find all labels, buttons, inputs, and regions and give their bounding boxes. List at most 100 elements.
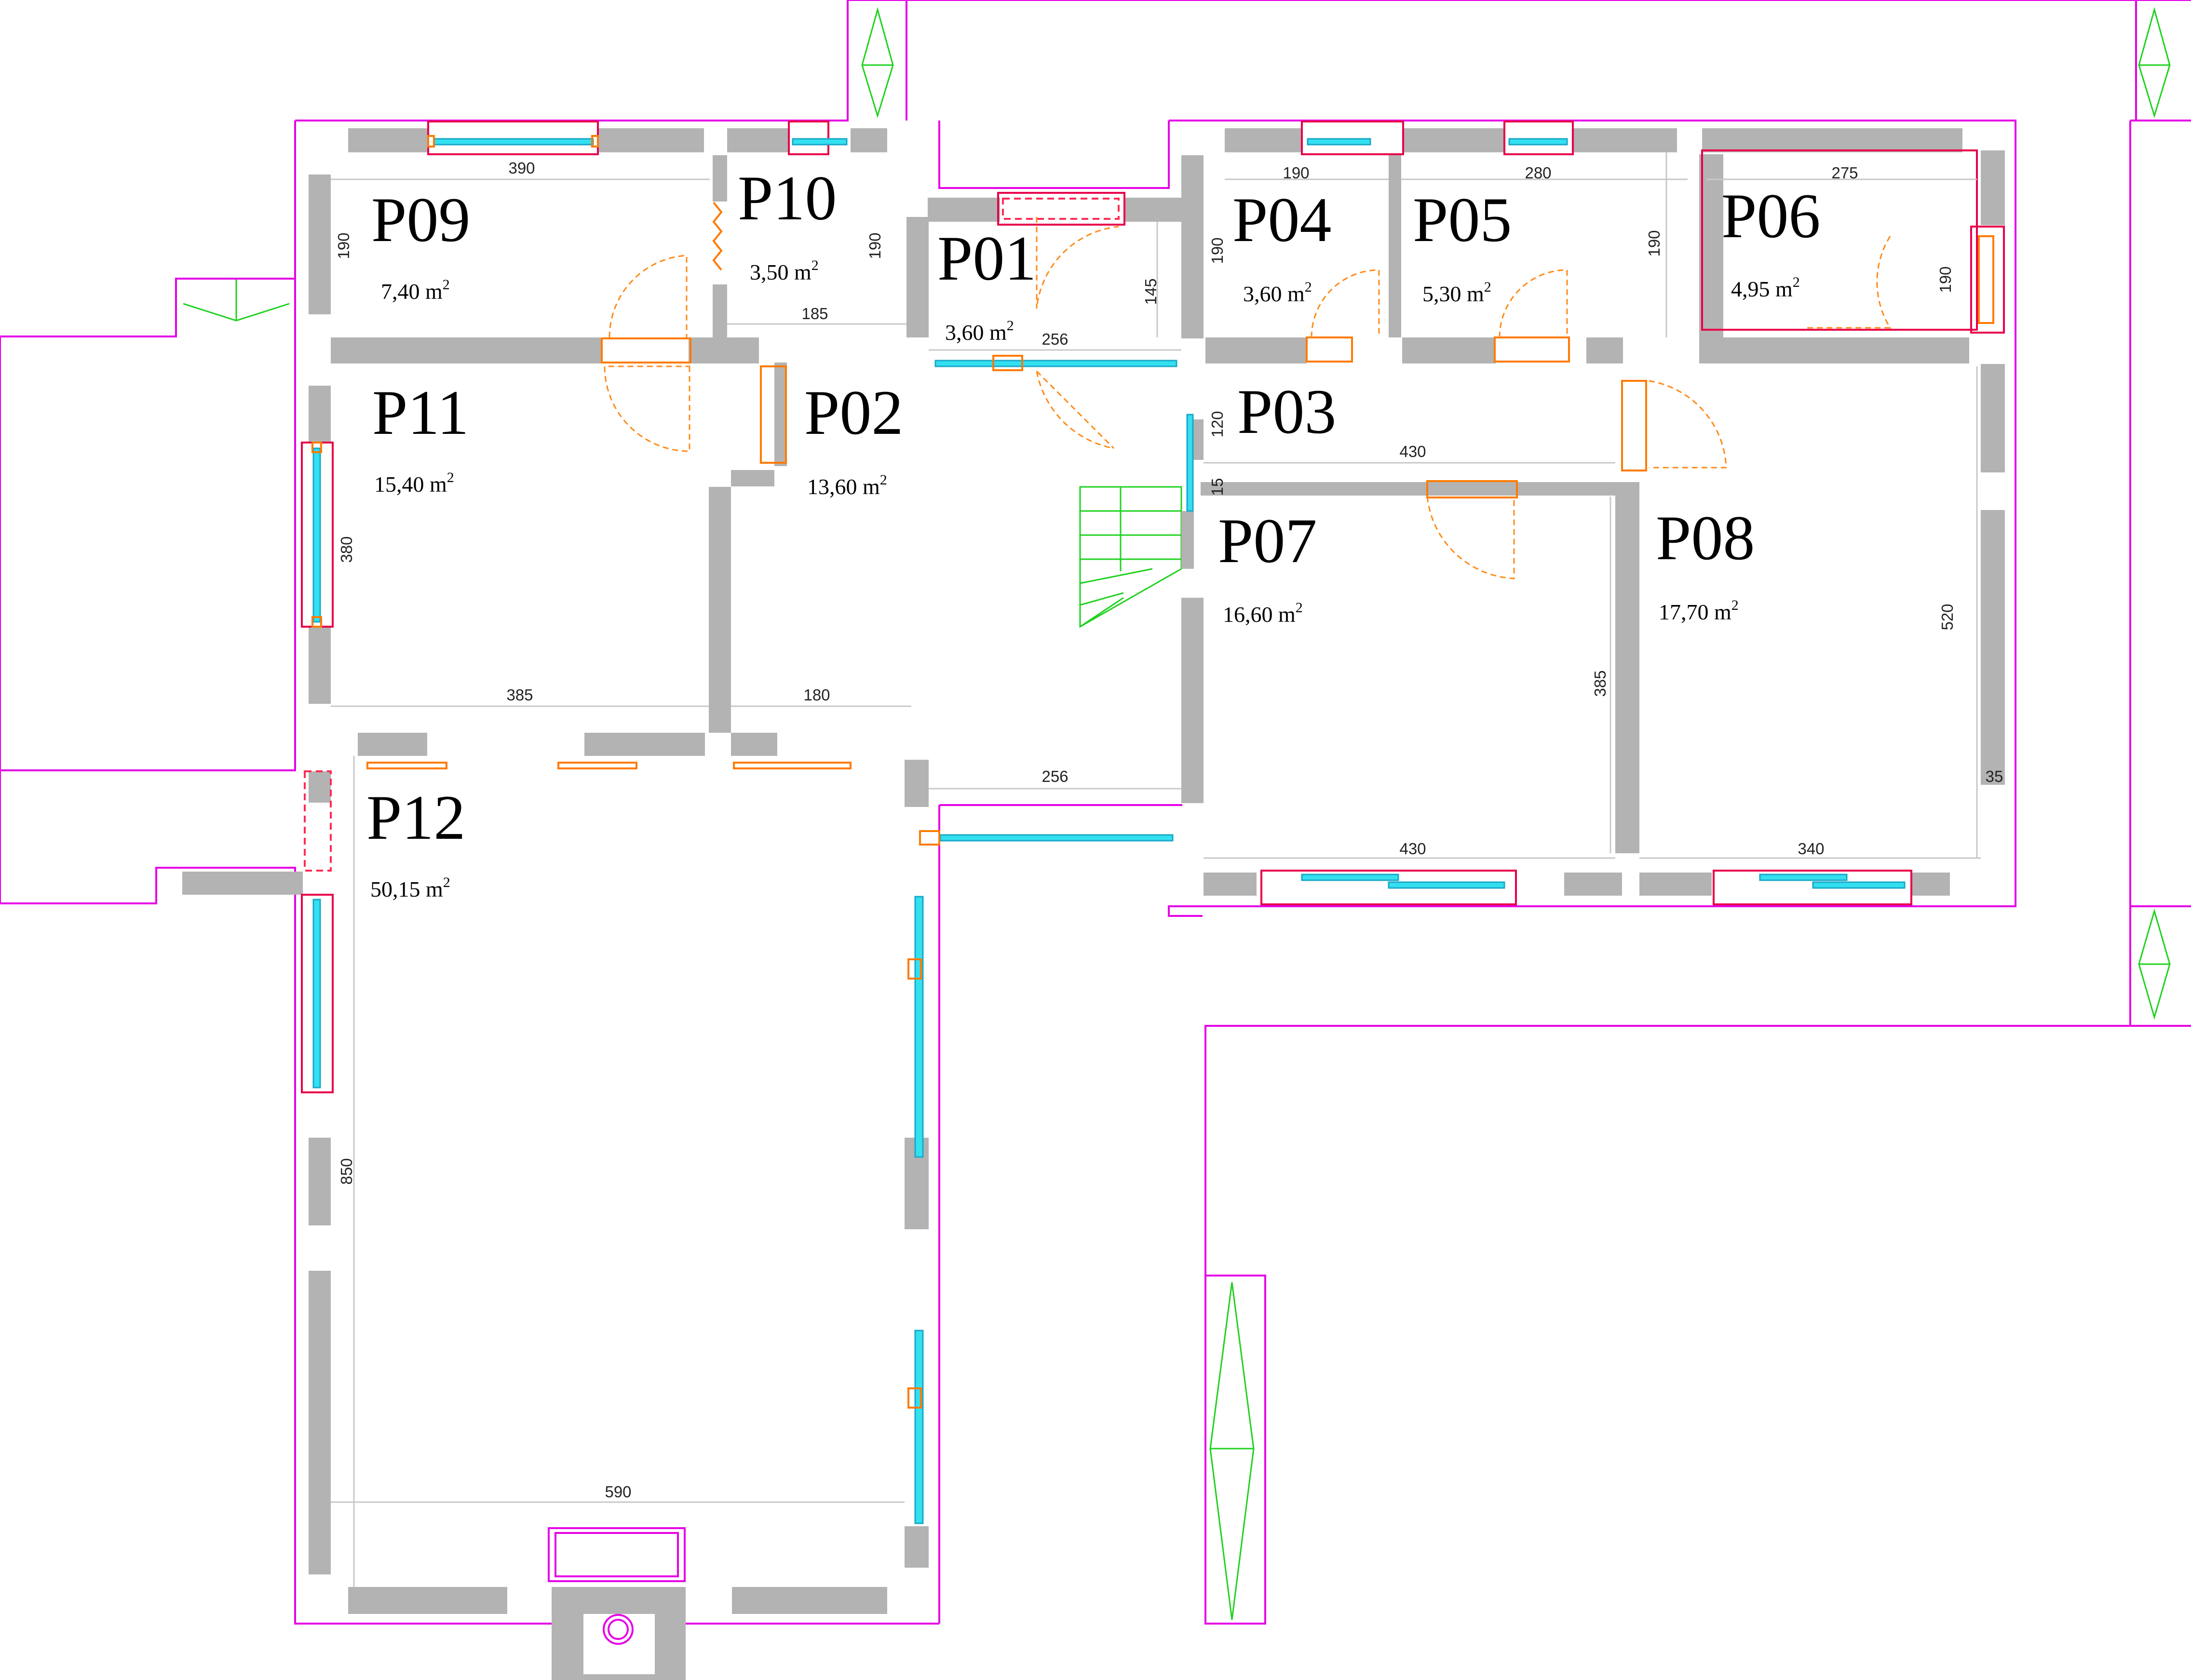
room-area: 50,15 [370,877,420,901]
area-exponent: 2 [443,874,450,890]
area-unit: m [425,279,443,304]
dimension-label: 190 [866,232,884,259]
area-exponent: 2 [1007,318,1014,334]
walls [182,128,2005,1680]
svg-text:4,95 m2: 4,95 m2 [1731,274,1800,301]
area-exponent: 2 [1305,279,1312,295]
dimension-label: 190 [1936,266,1954,293]
area-unit: m [989,320,1007,345]
room-p09: P09 7,40 m2 [371,184,470,304]
room-p05: P05 5,30 m2 [1413,184,1512,306]
room-area: 7,40 [381,279,420,304]
dimension-label: 190 [1283,164,1309,182]
arrow-symbol-right [2138,908,2171,1020]
area-unit: m [1278,602,1296,627]
dimension-label: 385 [506,686,533,704]
room-p04: P04 3,60 m2 [1232,184,1331,306]
dimension-label: 275 [1831,164,1858,182]
room-area: 16,60 [1223,602,1273,627]
area-unit: m [794,260,811,284]
area-exponent: 2 [880,472,887,488]
building-outline [0,0,2191,1625]
dimension-label: 380 [338,536,355,563]
area-unit: m [1714,600,1731,624]
dimension-lines [331,152,1981,1587]
dimension-label: 340 [1798,840,1824,858]
area-exponent: 2 [1793,274,1800,290]
area-exponent: 2 [443,277,450,293]
room-area: 17,70 [1659,600,1709,624]
room-code: P08 [1656,502,1755,573]
room-code: P02 [804,377,903,448]
svg-text:17,70 m2: 17,70 m2 [1659,597,1739,624]
room-code: P10 [738,162,837,233]
room-p07: P07 16,60 m2 [1218,505,1317,627]
room-code: P07 [1218,505,1317,576]
area-unit: m [1467,282,1484,306]
dimension-label: 185 [801,305,828,323]
dimension-label: 35 [1986,767,2003,785]
room-p11: P11 15,40 m2 [372,377,469,497]
dimension-label: 430 [1399,443,1426,460]
room-code: P05 [1413,184,1512,255]
area-unit: m [426,877,443,901]
staircase [1079,486,1182,628]
room-area: 3,60 [1243,282,1282,306]
room-code: P11 [372,377,469,448]
room-code: P01 [937,223,1036,294]
room-p06: P06 4,95 m2 [1721,180,1820,301]
dimension-label: 256 [1041,330,1068,348]
dimension-label: 190 [1208,237,1226,264]
area-unit: m [863,474,880,499]
room-area: 3,60 [945,320,984,345]
room-p12: P12 50,15 m2 [366,782,465,901]
room-area: 3,50 [750,260,789,284]
svg-text:7,40 m2: 7,40 m2 [381,277,450,304]
dimension-label: 850 [338,1158,355,1184]
windows [301,121,2005,1524]
room-p03: P03 [1237,376,1336,447]
dimension-label: 520 [1938,604,1956,630]
dimension-label: 590 [605,1483,631,1501]
room-code: P04 [1232,184,1331,255]
dimension-labels: 390 190 190 185 256 145 190 190 280 190 … [335,159,2003,1501]
dimension-label: 145 [1142,278,1160,305]
dimension-label: 180 [803,686,830,704]
room-area: 5,30 [1422,282,1461,306]
dimension-label: 15 [1208,478,1226,496]
svg-text:5,30 m2: 5,30 m2 [1422,279,1491,306]
arrow-symbol-left [183,280,290,322]
area-exponent: 2 [1296,600,1303,616]
room-area: 13,60 [807,474,857,499]
room-p10: P10 3,50 m2 [738,162,837,284]
dimension-label: 190 [335,232,352,259]
svg-text:3,60 m2: 3,60 m2 [1243,279,1312,306]
svg-text:13,60 m2: 13,60 m2 [807,472,887,499]
dimension-label: 390 [508,159,535,177]
room-p08: P08 17,70 m2 [1656,502,1755,624]
room-p01: P01 3,60 m2 [937,223,1036,345]
svg-text:16,60 m2: 16,60 m2 [1223,600,1303,627]
dimension-label: 430 [1399,840,1426,858]
room-area: 15,40 [374,472,424,497]
room-area: 4,95 [1731,277,1770,301]
area-unit: m [1775,277,1793,301]
dimension-label: 120 [1208,411,1226,437]
arrow-symbol-top-left [861,7,894,119]
svg-text:3,60 m2: 3,60 m2 [945,318,1014,345]
room-p02: P02 13,60 m2 [804,377,903,499]
area-exponent: 2 [811,257,819,273]
room-code: P03 [1237,376,1336,447]
arrow-symbol-top-right [2138,7,2171,119]
svg-text:50,15 m2: 50,15 m2 [370,874,450,901]
svg-text:15,40 m2: 15,40 m2 [374,470,454,497]
dimension-label: 280 [1525,164,1551,182]
area-exponent: 2 [1731,597,1739,613]
dimension-label: 190 [1645,230,1663,256]
fireplace [548,1527,686,1674]
doors [366,202,1892,769]
area-exponent: 2 [447,470,454,485]
arrow-symbol-bottom [1209,1282,1255,1620]
dimension-label: 385 [1591,670,1609,697]
